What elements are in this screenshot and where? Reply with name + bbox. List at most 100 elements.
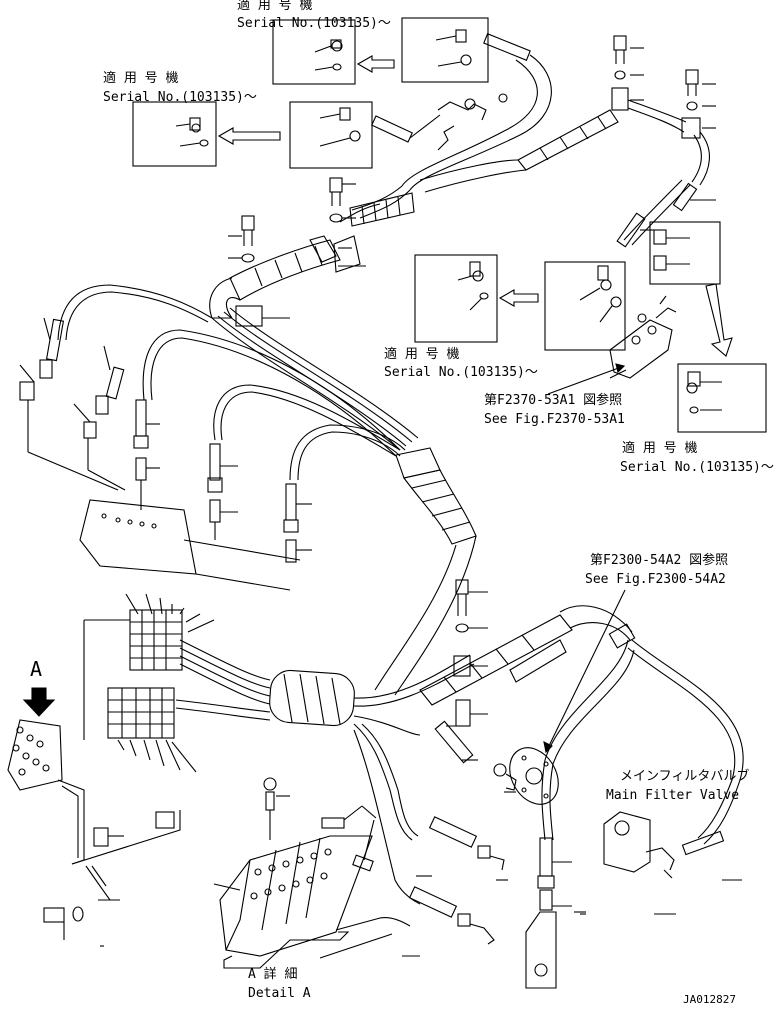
valve-bracket <box>437 101 487 121</box>
hose-fitting <box>45 318 65 362</box>
spiral-guard <box>269 669 355 727</box>
elbow-fitting-icon <box>653 229 690 271</box>
callout-far-right-box <box>677 363 767 433</box>
hose-fitting <box>681 830 725 856</box>
hose-fitting <box>209 443 221 481</box>
spiral-guard <box>517 109 619 171</box>
hose-fitting <box>539 837 553 877</box>
elbow-fitting-icon <box>83 421 97 439</box>
leader-arrow <box>545 589 626 753</box>
bolt-icon <box>613 35 627 51</box>
hose-fitting <box>672 182 698 212</box>
left-fittings <box>19 317 312 591</box>
nut-icon <box>207 477 223 493</box>
elbow-fitting-icon <box>645 847 675 871</box>
top-right-hose <box>611 35 716 248</box>
elbow-fitting-icon <box>686 371 722 414</box>
mounting-plate <box>71 810 181 865</box>
connector-block <box>129 609 183 671</box>
callout-mid-right-source-box <box>544 261 626 351</box>
nut-icon <box>133 435 149 449</box>
top-hose-assembly <box>349 33 619 227</box>
callout-mid-right-en: Serial No.(103135)～ <box>384 365 538 380</box>
clamp-icon <box>608 623 636 649</box>
reference-f2300-en: See Fig.F2300-54A2 <box>585 572 726 587</box>
detail-a-en: Detail A <box>248 986 311 1001</box>
arrow-left-icon <box>498 289 539 307</box>
main-filter-valve-jp: メインフィルタバルブ <box>620 768 749 784</box>
spiral-guard <box>419 614 573 706</box>
fitting-row-lower <box>107 687 175 739</box>
hose-fitting <box>135 399 147 437</box>
spiral-guard <box>395 447 441 479</box>
elbow-fitting-icon <box>319 107 361 147</box>
bolt-icon <box>43 907 65 923</box>
callout-top-center-jp: 適 用 号 機 <box>237 0 312 13</box>
reference-f2300-jp: 第F2300-54A2 図参照 <box>590 552 728 568</box>
detail-a: A 詳 細 Detail A <box>213 777 411 1001</box>
central-clamps <box>209 177 381 327</box>
port-block <box>525 911 557 989</box>
callout-far-right-en: Serial No.(103135)～ <box>620 460 774 475</box>
reference-f2370-en: See Fig.F2370-53A1 <box>484 412 625 427</box>
arrow-down-icon <box>705 283 733 357</box>
view-arrow-icon <box>22 687 56 717</box>
callout-top-center-en: Serial No.(103135)～ <box>237 16 391 31</box>
adapter-fitting <box>352 854 374 872</box>
detail-a-jp: A 詳 細 <box>248 966 297 982</box>
mounting-plate <box>79 499 197 575</box>
reference-f2370: 第F2370-53A1 図参照 See Fig.F2370-53A1 <box>484 363 626 427</box>
callout-mid-right-box <box>414 254 498 343</box>
clamp-icon <box>333 235 361 273</box>
control-valve <box>609 319 673 379</box>
washer-icon <box>72 906 84 922</box>
view-a-letter: A <box>30 657 42 681</box>
adapter-fitting <box>539 889 553 911</box>
callout-top-left-en: Serial No.(103135)～ <box>103 90 257 105</box>
washer-icon <box>686 101 698 111</box>
hose-fitting <box>434 720 474 764</box>
washer-icon <box>614 70 626 80</box>
reference-f2370-jp: 第F2370-53A1 図参照 <box>484 392 622 408</box>
washer-icon <box>241 253 255 263</box>
callout-top-left-box <box>132 101 217 167</box>
fitting-icon <box>263 777 277 791</box>
callout-top-center-box <box>272 19 356 85</box>
main-filter-valve-body <box>603 811 651 873</box>
hose-fitting <box>616 212 646 248</box>
drawing-id: JA012827 <box>683 993 736 1006</box>
leader-arrow <box>547 365 625 395</box>
main-filter-valve-en: Main Filter Valve <box>606 788 739 803</box>
lower-hose-bundle <box>83 593 475 905</box>
control-valve <box>7 719 63 791</box>
callout-far-right-source-box <box>649 221 721 285</box>
valve-block-detail <box>219 835 373 957</box>
hose-fitting <box>285 483 297 521</box>
callout-far-right: 適 用 号 機 Serial No.(103135)～ <box>620 221 774 475</box>
nut-icon <box>95 395 109 415</box>
bolt-icon <box>329 177 343 193</box>
view-a: A <box>7 657 181 947</box>
adapter-fitting <box>285 539 297 563</box>
callout-top-left: 適 用 号 機 Serial No.(103135)～ <box>103 70 373 169</box>
callout-top-center: 適 用 号 機 Serial No.(103135)～ <box>237 0 489 85</box>
fitting-icon <box>493 763 507 777</box>
hose-fitting <box>408 886 458 918</box>
spiral-guard <box>229 239 341 301</box>
reference-f2300: 第F2300-54A2 図参照 See Fig.F2300-54A2 <box>543 552 728 754</box>
callout-far-right-jp: 適 用 号 機 <box>622 440 697 456</box>
elbow-fitting-icon <box>175 117 209 147</box>
hose-fitting <box>483 33 531 61</box>
clamp-icon <box>611 87 629 111</box>
callout-top-left-jp: 適 用 号 機 <box>103 70 178 86</box>
nut-icon <box>283 519 299 533</box>
elbow-fitting-icon <box>314 39 343 53</box>
nut-icon <box>537 875 555 889</box>
callout-mid-right: 適 用 号 機 Serial No.(103135)～ <box>384 254 677 380</box>
nut-icon <box>457 913 471 927</box>
clamp-icon <box>235 305 263 327</box>
spiral-guard <box>403 469 477 545</box>
bolt-icon <box>241 215 255 231</box>
bracket-icon <box>155 811 175 829</box>
